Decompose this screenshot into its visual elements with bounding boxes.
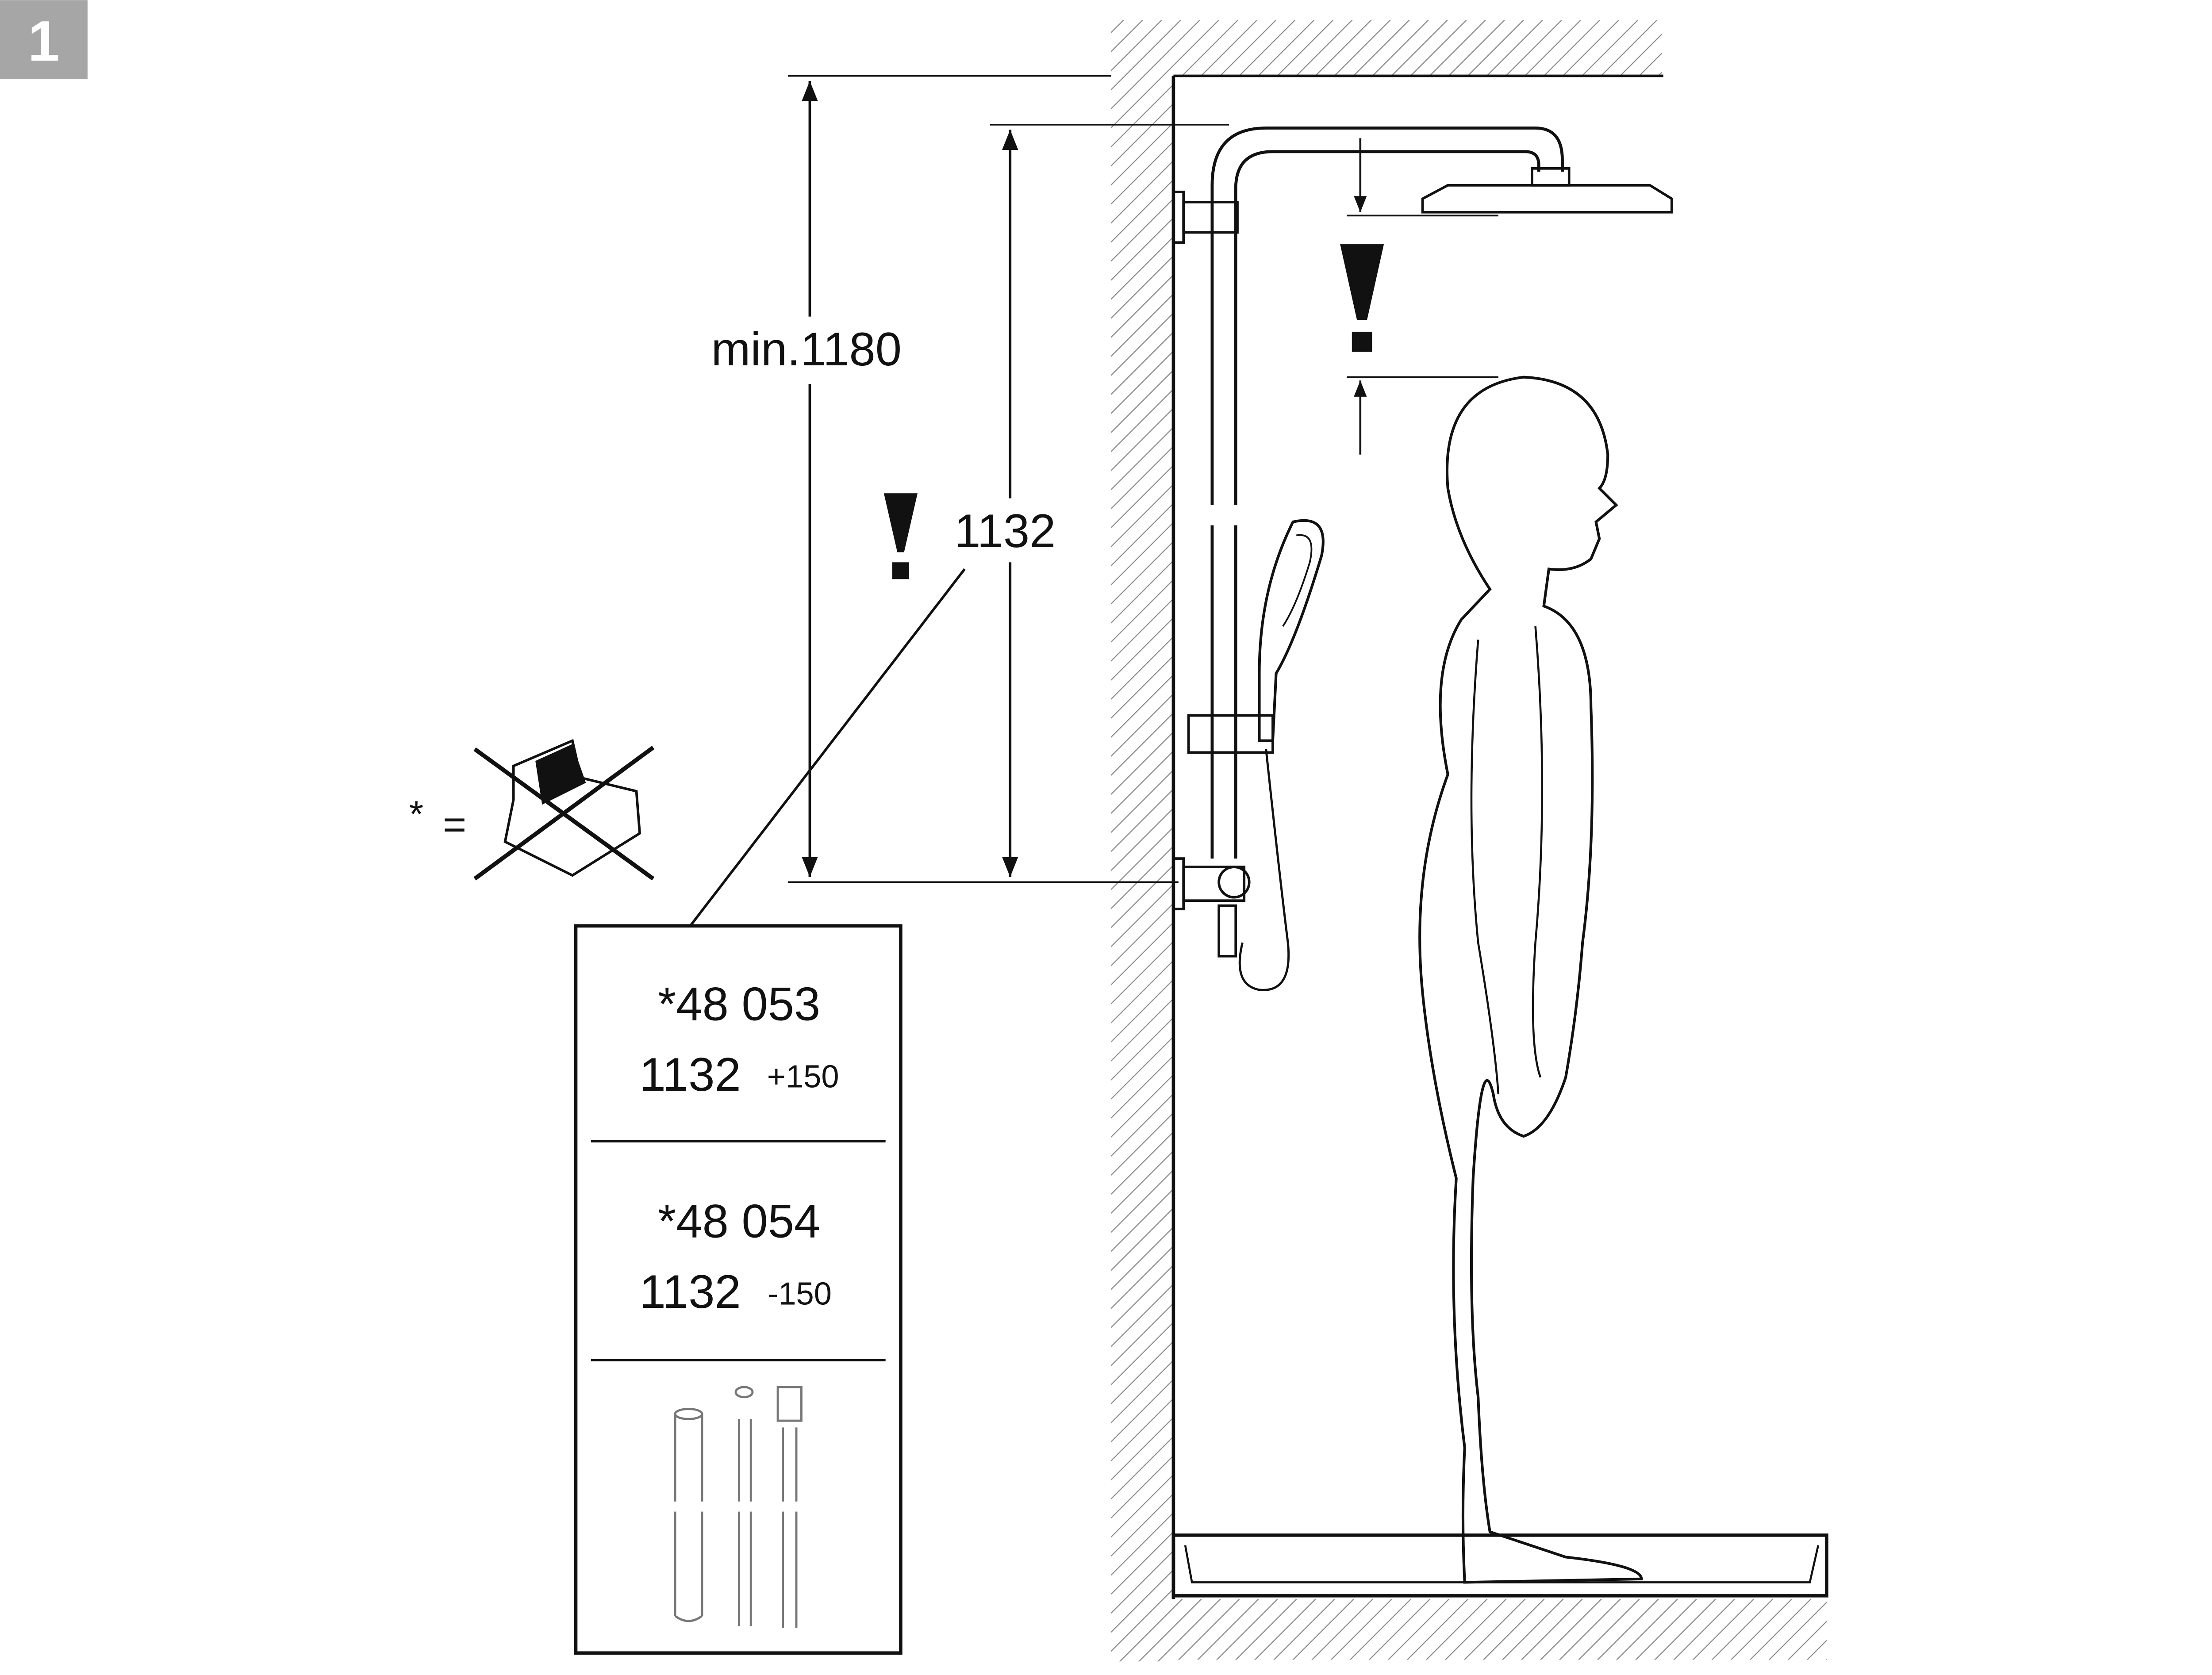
overhead-shower-head	[1421, 184, 1673, 214]
asterisk-symbol: *	[409, 793, 424, 835]
rail-height-label: 1132	[954, 505, 1056, 557]
crossed-out-shelf-icon	[473, 739, 655, 881]
asterisk-legend: * =	[409, 739, 655, 881]
rail-parts-icon	[674, 1386, 803, 1628]
dimension-min-1180: min.1180	[682, 75, 1179, 883]
shower-system	[1172, 126, 1673, 991]
dimension-1132: 1132	[689, 123, 1229, 927]
equals-symbol: =	[443, 802, 466, 847]
total-height-label: min.1180	[711, 323, 902, 376]
shower-tray	[1171, 1533, 1828, 1598]
rail-length: 1132	[640, 1265, 741, 1318]
length-delta: -150	[768, 1276, 832, 1312]
hand-shower	[1258, 519, 1325, 742]
article-number: *48 053	[658, 977, 820, 1030]
rail-length: 1132	[640, 1048, 741, 1101]
step-number: 1	[28, 9, 60, 73]
person-silhouette	[1418, 376, 1643, 1584]
article-number: *48 054	[658, 1195, 820, 1247]
option-48054: *48 054 1132 -150	[640, 1195, 832, 1318]
warning-exclamation-icon	[883, 493, 918, 579]
step-badge: 1	[0, 0, 88, 80]
wall-hatching	[1111, 20, 1827, 1662]
rail-extension-options-box: *48 053 1132 +150 *48 054 1132 -150	[574, 924, 902, 1655]
option-48053: *48 053 1132 +150	[640, 977, 839, 1101]
length-delta: +150	[767, 1059, 839, 1095]
warning-exclamation-icon	[1340, 244, 1384, 352]
